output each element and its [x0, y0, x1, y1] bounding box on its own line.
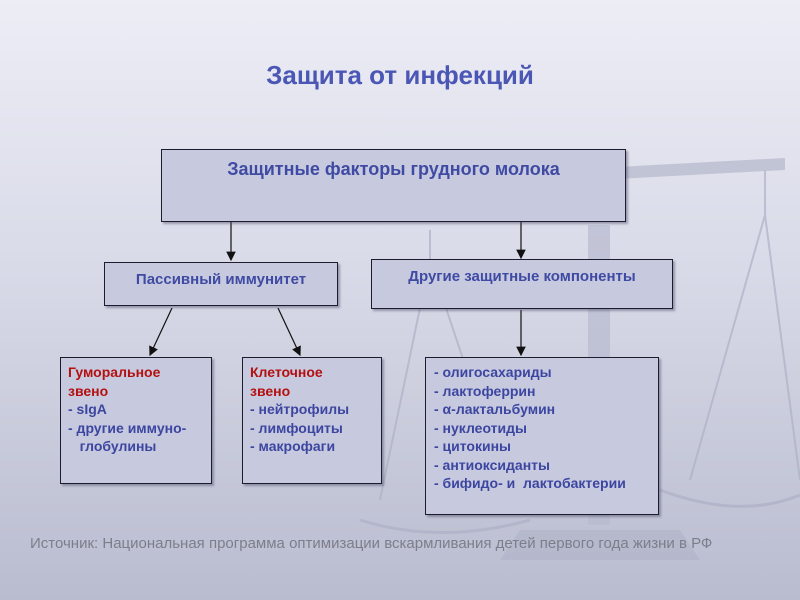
- list-item: - α-лактальбумин: [434, 401, 556, 417]
- cellular-item-list: - нейтрофилы - лимфоциты - макрофаги: [250, 400, 380, 456]
- list-item: - цитокины: [434, 438, 512, 454]
- arrow-passive-to-humoral: [149, 307, 173, 357]
- cellular-box: Клеточное звено - нейтрофилы - лимфоциты…: [242, 357, 382, 484]
- humoral-heading-line-1: Гуморальное: [68, 364, 161, 380]
- list-item: - sIgA: [68, 401, 107, 417]
- root-box-label: Защитные факторы грудного молока: [227, 159, 560, 179]
- passive-immunity-box: Пассивный иммунитет: [104, 262, 338, 306]
- arrow-passive-to-cellular: [277, 307, 301, 357]
- list-item: глобулины: [68, 438, 157, 454]
- list-item: - лактоферрин: [434, 382, 536, 399]
- list-item: - олигосахариды: [434, 364, 552, 380]
- list-item: - другие иммуно-: [68, 419, 187, 436]
- source-note: Источник: Национальная программа оптимиз…: [30, 535, 713, 552]
- list-item: - бифидо- и лактобактерии: [434, 475, 626, 491]
- humoral-item-list: - sIgA - другие иммуно- глобулины: [68, 400, 210, 456]
- list-item: - нуклеотиды: [434, 419, 527, 436]
- cellular-heading-line-1: Клеточное: [250, 364, 323, 380]
- components-item-list: - олигосахариды - лактоферрин - α-лактал…: [434, 363, 656, 493]
- list-item: - макрофаги: [250, 438, 336, 454]
- passive-immunity-label: Пассивный иммунитет: [135, 271, 307, 288]
- other-components-label: Другие защитные компоненты: [408, 268, 636, 285]
- other-components-box: Другие защитные компоненты: [371, 259, 673, 309]
- root-box: Защитные факторы грудного молока: [161, 149, 626, 222]
- humoral-box: Гуморальное звено - sIgA - другие иммуно…: [60, 357, 212, 484]
- humoral-heading-line-2: звено: [68, 382, 109, 399]
- list-item: - антиоксиданты: [434, 456, 550, 473]
- components-box: - олигосахариды - лактоферрин - α-лактал…: [425, 357, 659, 515]
- cellular-heading-line-2: звено: [250, 382, 291, 399]
- page-title: Защита от инфекций: [266, 60, 534, 90]
- list-item: - лимфоциты: [250, 419, 343, 436]
- list-item: - нейтрофилы: [250, 401, 350, 417]
